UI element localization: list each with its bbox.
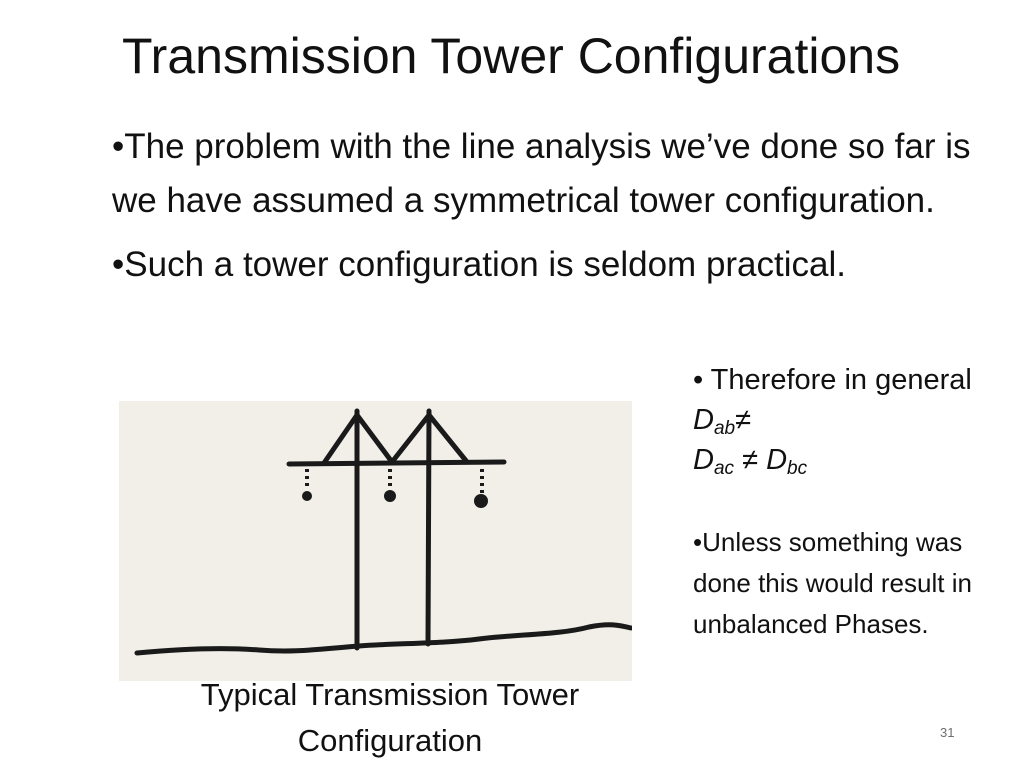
d-symbol-ab: D: [693, 404, 714, 436]
brace-left-inner: [354, 412, 395, 465]
not-equal-sign: ≠: [735, 404, 752, 436]
subscript-bc: bc: [787, 458, 808, 479]
bullet-item-1: •The problem with the line analysis we’v…: [112, 127, 971, 220]
tower-leg-right: [425, 408, 432, 647]
main-bullet-list: •The problem with the line analysis we’v…: [112, 120, 1002, 302]
figure-caption: Typical Transmission Tower Configuration: [200, 677, 580, 758]
conductor-a: [302, 491, 312, 501]
d-symbol-bc: D: [766, 444, 788, 476]
ground-line: [134, 622, 632, 656]
bullet-item-2: •Such a tower configuration is seldom pr…: [112, 245, 846, 284]
slide-title: Transmission Tower Configurations: [122, 28, 901, 84]
side-bullet-unbalanced: •Unless something was done this would re…: [693, 527, 972, 639]
side-bullet-list: • Therefore in general Dab≠Dac ≠ Dbc •Un…: [693, 360, 993, 645]
subscript-ac: ac: [713, 458, 735, 479]
conductor-c: [474, 494, 488, 508]
not-equal-sign: ≠: [742, 444, 759, 476]
d-symbol-ac: D: [693, 444, 714, 476]
subscript-ab: ab: [713, 418, 736, 439]
conductor-b: [384, 490, 396, 502]
tower-sketch-svg: [134, 408, 632, 656]
slide-number: 31: [940, 725, 955, 740]
brace-right-inner: [389, 412, 432, 465]
brace-left-outer: [321, 412, 360, 466]
tower-sketch: [119, 401, 632, 681]
side-bullet-inequality: • Therefore in general Dab≠Dac ≠ Dbc: [693, 360, 993, 480]
side-bullet-prefix: • Therefore in general: [693, 364, 972, 396]
brace-right-outer: [426, 412, 470, 465]
crossarm: [286, 459, 507, 467]
